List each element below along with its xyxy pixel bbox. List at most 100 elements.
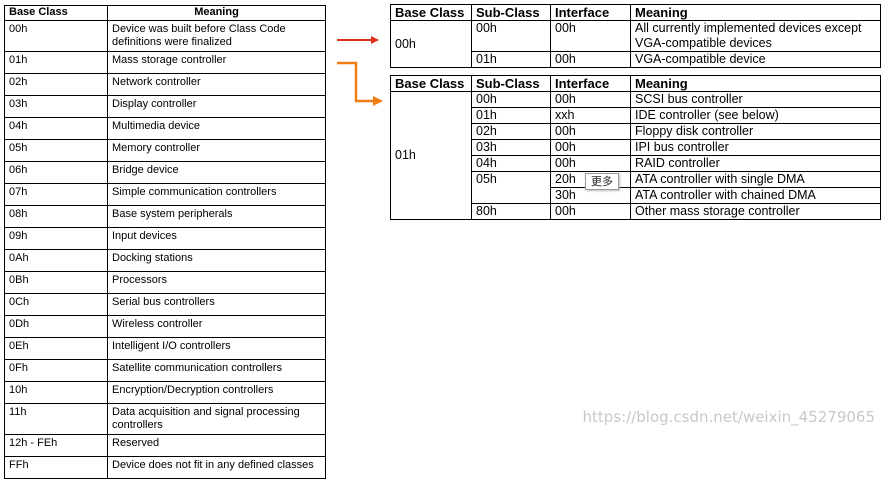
- more-tooltip[interactable]: 更多: [585, 173, 619, 190]
- base-class-code: 0Ch: [4, 293, 108, 316]
- table-row: 00h 00h 00h All currently implemented de…: [390, 20, 881, 68]
- base-class-code: 12h - FEh: [4, 434, 108, 457]
- table-row: 01h 00h VGA-compatible device: [391, 51, 881, 68]
- base-class-meaning: Serial bus controllers: [107, 293, 326, 316]
- column-header-interface: Interface: [550, 75, 631, 92]
- base-class-code: 0Bh: [4, 271, 108, 294]
- sub-class-cell: 01h: [471, 51, 551, 68]
- base-class-code: 0Fh: [4, 359, 108, 382]
- meaning-cell: IDE controller (see below): [630, 107, 881, 124]
- table-row: 80h 00h Other mass storage controller: [391, 203, 881, 220]
- base-class-meaning: Multimedia device: [107, 117, 326, 140]
- meaning-cell: ATA controller with chained DMA: [630, 187, 881, 204]
- base-class-meaning: Processors: [107, 271, 326, 294]
- base-class-meaning: Bridge device: [107, 161, 326, 184]
- watermark: https://blog.csdn.net/weixin_45279065: [582, 408, 875, 426]
- base-class-meaning: Wireless controller: [107, 315, 326, 338]
- base-class-code: 06h: [4, 161, 108, 184]
- sub-class-cell: 04h: [471, 155, 551, 172]
- base-class-code: 0Eh: [4, 337, 108, 360]
- column-header-base-class: Base Class: [390, 75, 472, 92]
- mass-storage-table: Base Class Sub-Class Interface Meaning 0…: [390, 75, 881, 220]
- interface-cell: 20h 更多: [550, 171, 631, 190]
- base-class-meaning: Display controller: [107, 95, 326, 118]
- base-class-code: 01h: [4, 51, 108, 74]
- interface-cell: xxh: [550, 107, 631, 124]
- base-class-code: 0Ah: [4, 249, 108, 272]
- interface-cell: 00h: [550, 123, 631, 140]
- base-class-meaning: Network controller: [107, 73, 326, 96]
- meaning-cell: ATA controller with single DMA: [630, 171, 881, 188]
- base-class-code: 11h: [4, 403, 108, 435]
- base-class-meaning: Docking stations: [107, 249, 326, 272]
- base-class-meaning: Satellite communication controllers: [107, 359, 326, 382]
- sub-class-cell: 05h: [471, 171, 551, 204]
- base-class-meaning: Memory controller: [107, 139, 326, 162]
- base-class-code: 09h: [4, 227, 108, 250]
- table-row: 01h 00h 00h SCSI bus controller: [390, 91, 881, 220]
- column-header-meaning: Meaning: [630, 4, 881, 21]
- table-row: 02h 00h Floppy disk controller: [391, 123, 881, 140]
- interface-cell: 00h: [550, 139, 631, 156]
- base-class-code: 07h: [4, 183, 108, 206]
- base-class-meaning: Input devices: [107, 227, 326, 250]
- column-header-base-class: Base Class: [390, 4, 472, 21]
- interface-cell: 00h: [550, 203, 631, 220]
- meaning-cell: RAID controller: [630, 155, 881, 172]
- meaning-cell: Floppy disk controller: [630, 123, 881, 140]
- base-class-code: 05h: [4, 139, 108, 162]
- base-class-meaning: Encryption/Decryption controllers: [107, 381, 326, 404]
- sub-class-cell: 03h: [471, 139, 551, 156]
- sub-class-cell: 80h: [471, 203, 551, 220]
- base-class-code: 04h: [4, 117, 108, 140]
- base-class-meaning: Device was built before Class Code defin…: [107, 20, 326, 52]
- base-class-meaning: Device does not fit in any defined class…: [107, 456, 326, 479]
- sub-class-cell: 01h: [471, 107, 551, 124]
- base-class-code: 00h: [4, 20, 108, 52]
- base-class-meaning: Intelligent I/O controllers: [107, 337, 326, 360]
- interface-cell: 00h: [550, 91, 631, 108]
- column-header-sub-class: Sub-Class: [471, 4, 551, 21]
- orange-arrow: [337, 61, 383, 106]
- base-class-code: 08h: [4, 205, 108, 228]
- base-class-code: 03h: [4, 95, 108, 118]
- column-header-meaning: Meaning: [107, 5, 326, 21]
- meaning-cell: IPI bus controller: [630, 139, 881, 156]
- display-controller-table: Base Class Sub-Class Interface Meaning 0…: [390, 4, 881, 68]
- column-header-interface: Interface: [550, 4, 631, 21]
- base-class-meaning: Base system peripherals: [107, 205, 326, 228]
- column-header-meaning: Meaning: [630, 75, 881, 92]
- sub-class-cell: 02h: [471, 123, 551, 140]
- base-class-code: 02h: [4, 73, 108, 96]
- meaning-cell: Other mass storage controller: [630, 203, 881, 220]
- meaning-cell: VGA-compatible device: [630, 51, 881, 68]
- column-header-sub-class: Sub-Class: [471, 75, 551, 92]
- base-class-meaning: Mass storage controller: [107, 51, 326, 74]
- interface-value: 20h: [555, 172, 576, 186]
- base-class-code: 0Dh: [4, 315, 108, 338]
- base-class-code: FFh: [4, 456, 108, 479]
- meaning-cell: All currently implemented devices except…: [630, 20, 881, 52]
- interface-cell: 00h: [550, 20, 631, 52]
- sub-class-cell: 00h: [471, 91, 551, 108]
- interface-cell: 00h: [550, 155, 631, 172]
- base-class-cell: 01h: [390, 91, 472, 220]
- base-class-code: 10h: [4, 381, 108, 404]
